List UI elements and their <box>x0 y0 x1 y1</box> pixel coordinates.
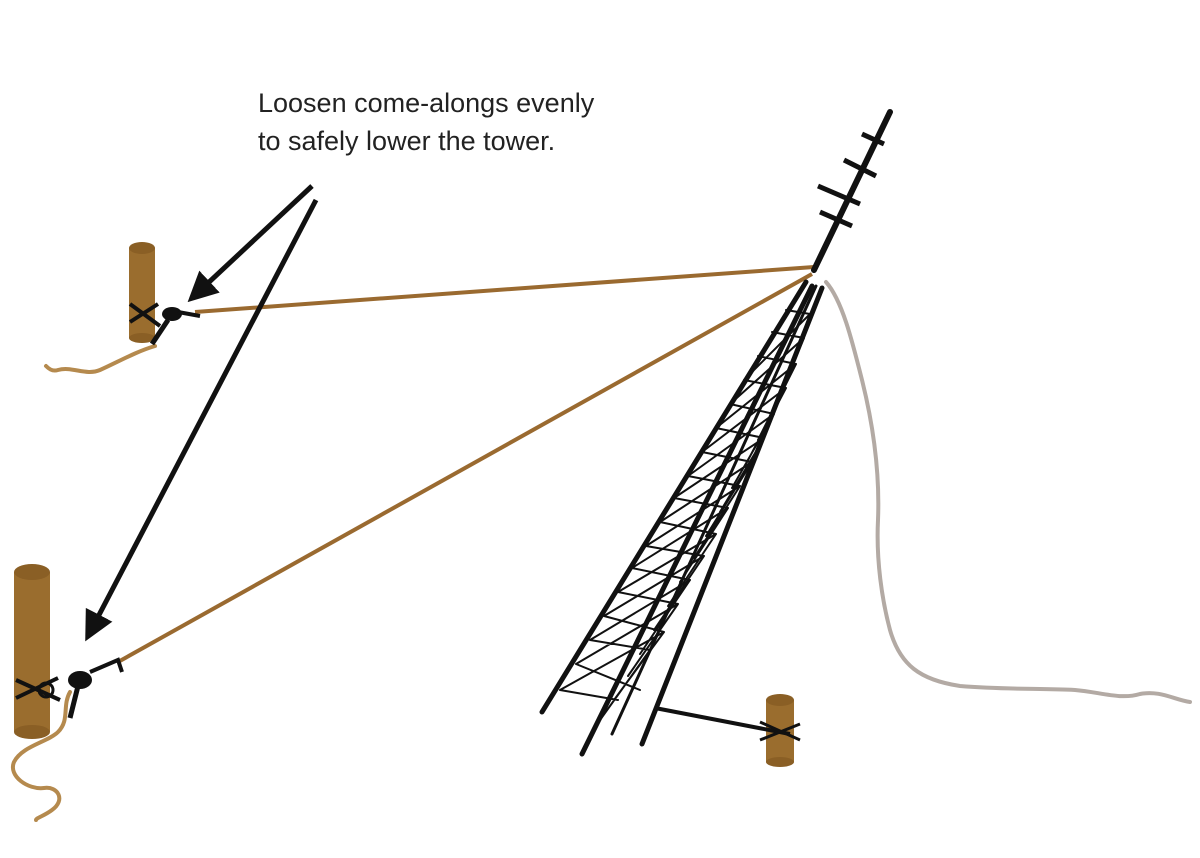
come-along-upper-icon <box>128 302 201 346</box>
arrow-to-upper-come-along <box>187 184 314 303</box>
guy-rope-upper <box>194 265 815 314</box>
rope-tail-lower <box>10 690 72 822</box>
come-along-lower-icon <box>15 657 124 719</box>
lattice-tower-icon <box>539 109 893 757</box>
instruction-caption: Loosen come-alongs evenly to safely lowe… <box>258 84 718 160</box>
base-guy-line <box>654 706 791 736</box>
arrow-to-lower-come-along <box>85 198 319 642</box>
caption-line-1: Loosen come-alongs evenly <box>258 88 595 118</box>
guy-rope-lower <box>117 272 813 664</box>
anchor-post-lower <box>14 564 50 739</box>
yagi-antenna-icon <box>817 131 886 229</box>
coax-cable <box>824 280 1192 704</box>
anchor-post-base <box>766 694 794 767</box>
rope-tail-upper <box>44 344 157 374</box>
anchor-post-upper <box>129 242 155 343</box>
base-post-lashing <box>759 720 801 742</box>
caption-line-2: to safely lower the tower. <box>258 126 556 156</box>
